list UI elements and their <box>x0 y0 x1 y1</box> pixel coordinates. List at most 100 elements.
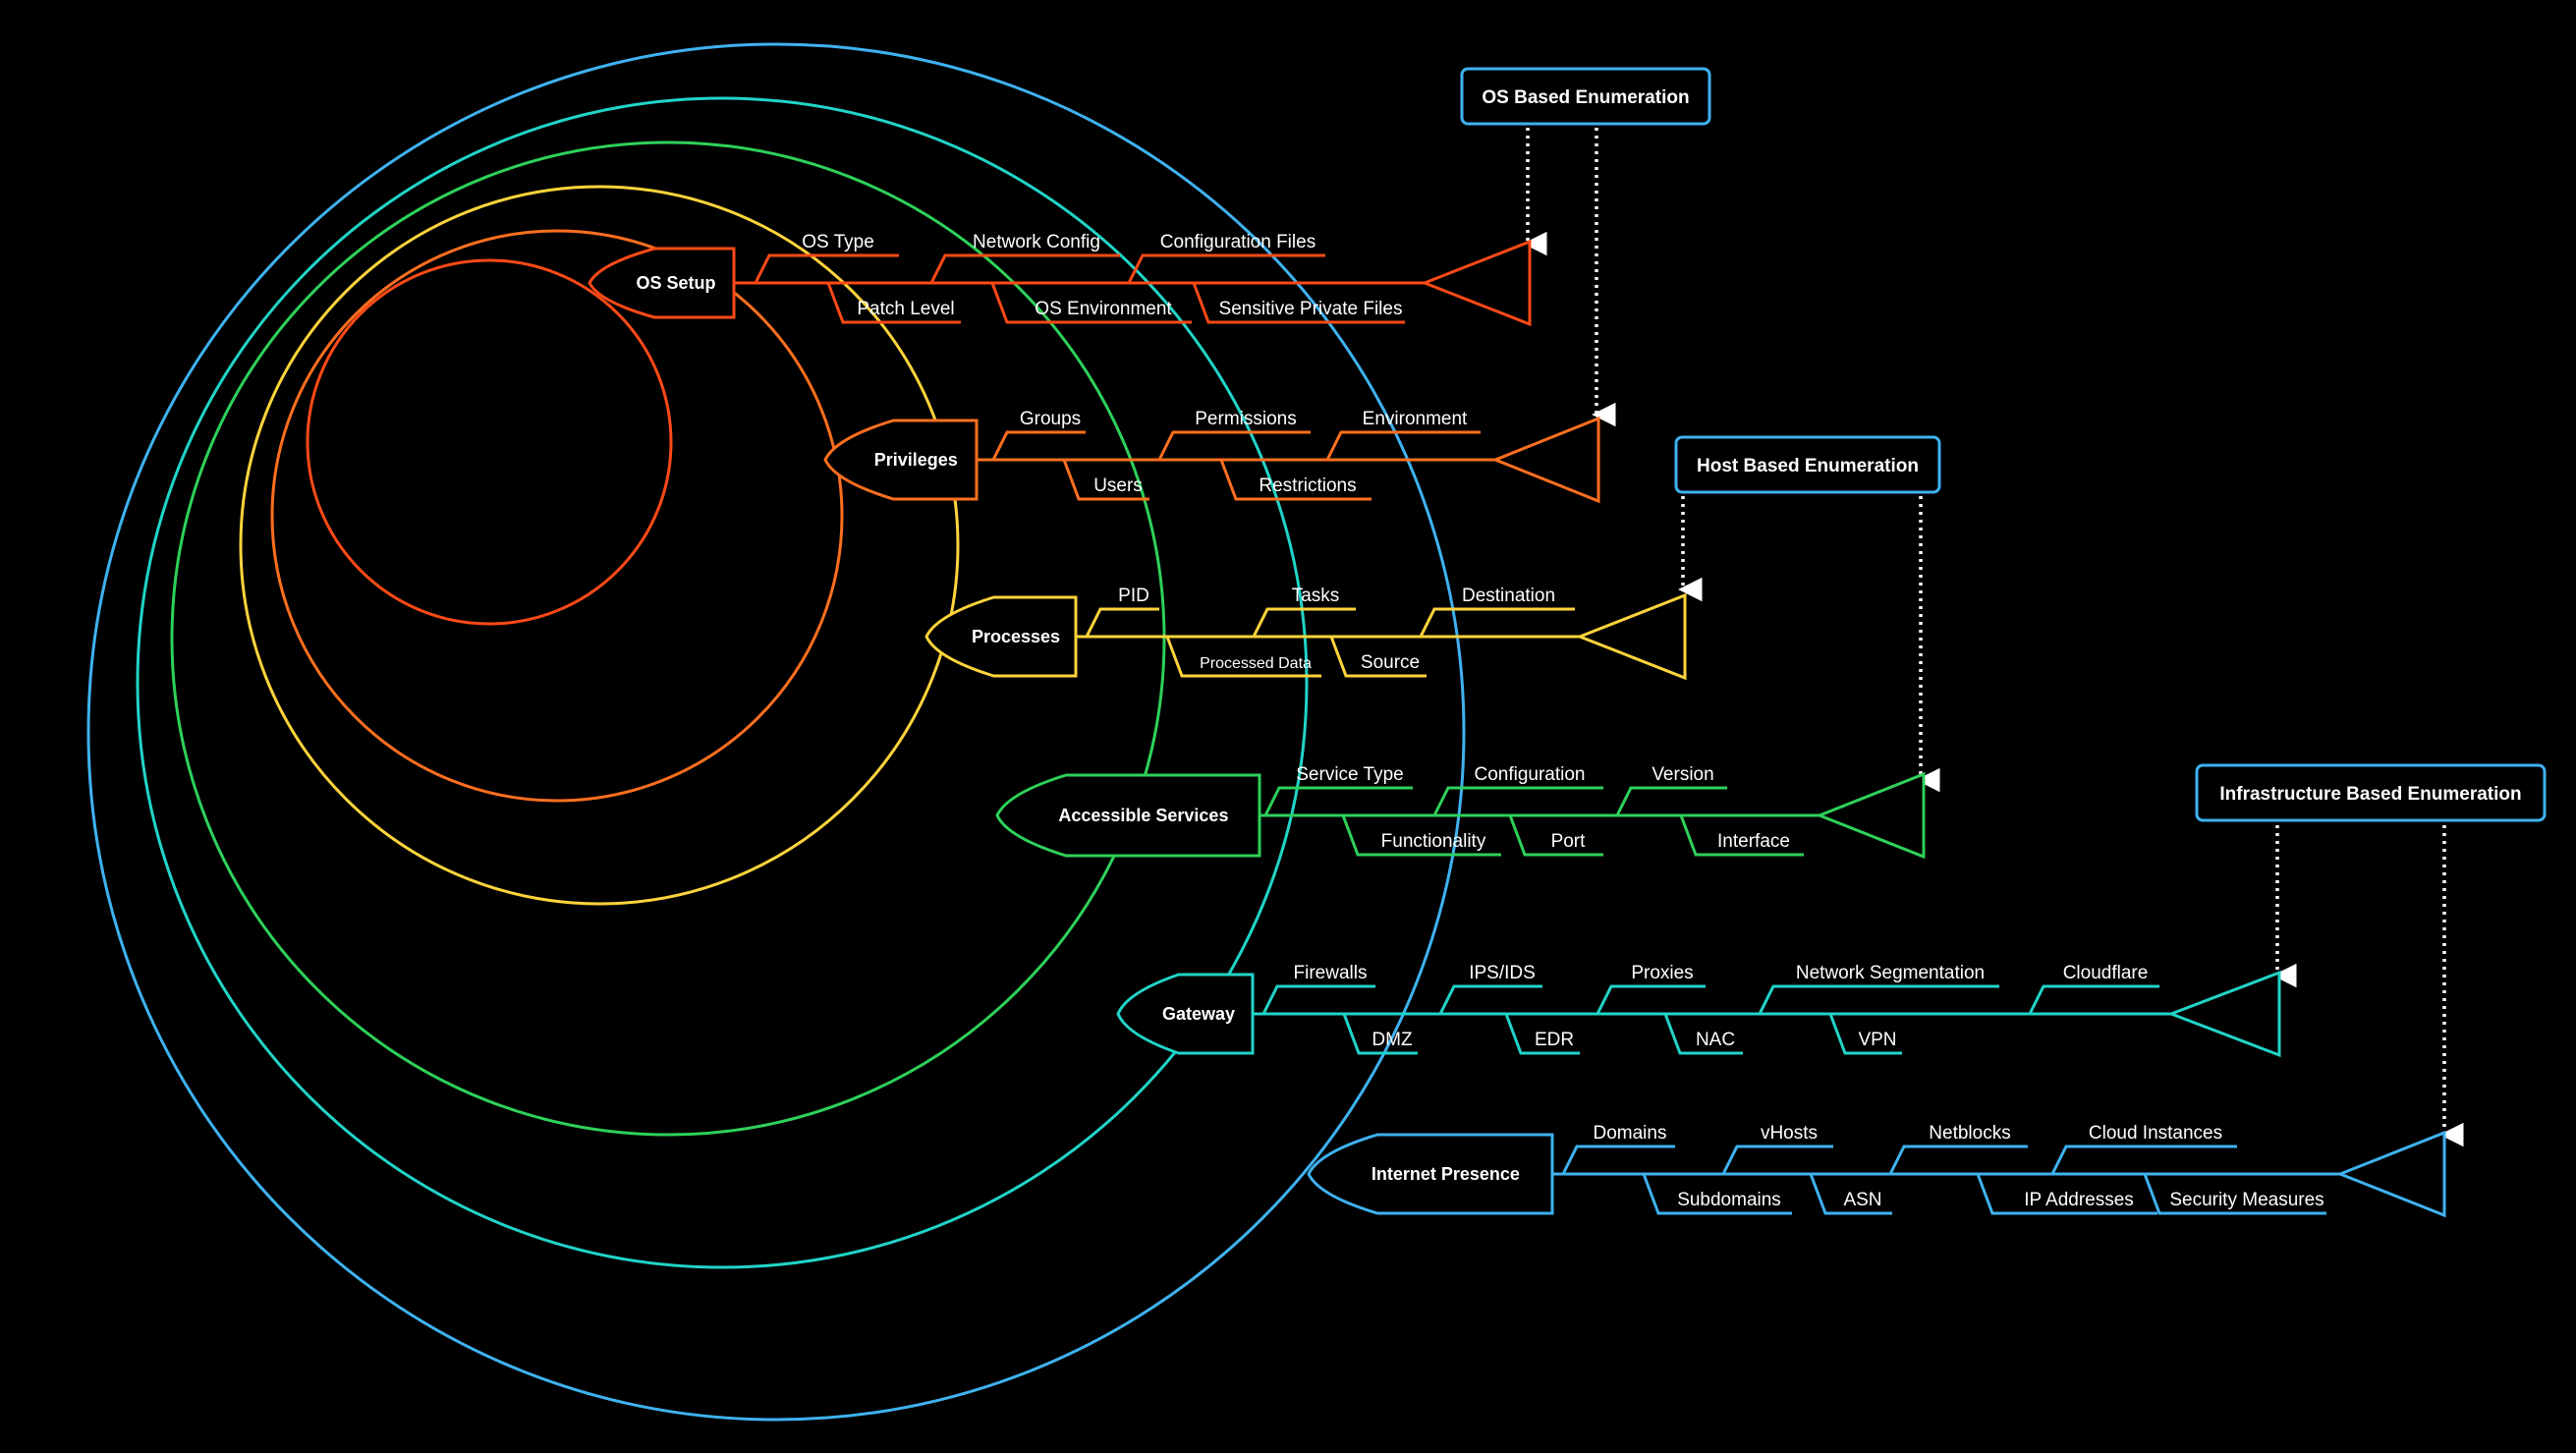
leaf-line-gateway <box>1438 984 1542 1015</box>
leaf-line-internet-presence <box>1976 1173 2157 1215</box>
leaf-label: Netblocks <box>1929 1123 2010 1144</box>
leaf-line-processes <box>1419 607 1575 638</box>
enumeration-box-os: OS Based Enumeration <box>1460 67 1711 126</box>
leaf-line-privileges <box>1157 430 1311 461</box>
layer-node-os-setup <box>588 247 736 319</box>
layer-node-accessible-services <box>995 773 1261 858</box>
leaf-label: ASN <box>1843 1190 1881 1210</box>
leaf-label: Subdomains <box>1677 1190 1781 1210</box>
leaf-label: Proxies <box>1631 963 1693 983</box>
enumeration-box-os-label: OS Based Enumeration <box>1482 87 1689 108</box>
leaf-label: Port <box>1551 831 1587 852</box>
leaf-line-os-setup <box>929 253 1120 284</box>
leaf-line-gateway <box>1342 1013 1418 1055</box>
leaf-line-privileges <box>1219 459 1372 501</box>
circle-accessible-services <box>170 140 1166 1137</box>
leaf-label: VPN <box>1858 1030 1896 1050</box>
leaf-label: Users <box>1093 475 1143 496</box>
leaf-label: Groups <box>1020 409 1081 429</box>
leaf-line-accessible-services <box>1508 814 1603 857</box>
layer-node-internet-presence <box>1307 1133 1554 1215</box>
leaf-label: Service Type <box>1296 764 1403 785</box>
leaf-line-os-setup <box>754 253 899 284</box>
leaf-line-gateway <box>1261 984 1375 1015</box>
leaf-label: Tasks <box>1292 586 1340 606</box>
leaf-line-internet-presence <box>1561 1145 1675 1175</box>
leaf-line-accessible-services <box>1679 814 1804 857</box>
leaf-line-os-setup <box>1127 253 1325 284</box>
leaf-line-processes <box>1329 636 1427 678</box>
leaf-line-internet-presence <box>1888 1145 2028 1175</box>
spine-end-processes <box>1575 592 1687 681</box>
leaf-label: IPS/IDS <box>1469 963 1536 983</box>
leaf-line-accessible-services <box>1432 786 1603 816</box>
leaf-label: Interface <box>1717 831 1790 852</box>
leaf-label: Sensitive Private Files <box>1219 299 1403 319</box>
layer-label-accessible-services: Accessible Services <box>1058 806 1228 825</box>
leaf-label: Functionality <box>1381 831 1486 852</box>
leaf-line-gateway <box>1828 1013 1902 1055</box>
leaf-label: Version <box>1652 764 1713 785</box>
leaf-label: EDR <box>1535 1030 1574 1050</box>
leaf-label: Configuration Files <box>1160 232 1316 252</box>
layer-label-os-setup: OS Setup <box>637 273 716 293</box>
leaf-line-processes <box>1252 607 1356 638</box>
leaf-line-accessible-services <box>1263 786 1413 816</box>
leaf-line-gateway <box>2028 984 2159 1015</box>
layer-node-privileges <box>823 419 979 501</box>
leaf-label: Patch Level <box>857 299 954 319</box>
leaf-line-internet-presence <box>1809 1173 1892 1215</box>
leaf-line-gateway <box>1504 1013 1580 1055</box>
leaf-line-internet-presence <box>1721 1145 1833 1175</box>
leaf-label: Permissions <box>1195 409 1296 429</box>
layer-node-processes <box>924 595 1078 678</box>
layer-label-processes: Processes <box>972 627 1060 646</box>
layer-label-internet-presence: Internet Presence <box>1372 1164 1520 1184</box>
leaf-line-gateway <box>1758 984 1999 1015</box>
circle-os-setup <box>306 258 673 626</box>
layer-internet-presence: Internet Presence Domains vHosts Netblocks C… <box>1307 1123 2446 1218</box>
leaf-label: Firewalls <box>1294 963 1368 983</box>
leaf-line-processes <box>1085 607 1159 638</box>
leaf-line-gateway <box>1663 1013 1743 1055</box>
leaf-line-privileges <box>991 430 1086 461</box>
leaf-line-os-setup <box>990 282 1192 324</box>
leaf-label: Source <box>1361 652 1420 673</box>
leaf-label: NAC <box>1696 1030 1735 1050</box>
circle-processes <box>239 185 960 906</box>
leaf-label: vHosts <box>1761 1123 1818 1144</box>
leaf-label: OS Type <box>802 232 874 252</box>
leaf-label: Destination <box>1462 586 1555 606</box>
leaf-line-privileges <box>1062 459 1149 501</box>
leaf-line-os-setup <box>1192 282 1405 324</box>
leaf-label: Cloud Instances <box>2089 1123 2222 1144</box>
leaf-label: Network Segmentation <box>1796 963 1985 983</box>
leaf-line-internet-presence <box>1642 1173 1792 1215</box>
leaf-line-os-setup <box>826 282 961 324</box>
leaf-label: PID <box>1118 586 1149 606</box>
layer-node-gateway <box>1116 973 1255 1055</box>
spine-end-os-setup <box>1420 239 1532 327</box>
leaf-label: DMZ <box>1372 1030 1413 1050</box>
circle-privileges <box>270 229 844 803</box>
leaf-line-accessible-services <box>1615 786 1727 816</box>
enumeration-box-infrastructure-label: Infrastructure Based Enumeration <box>2219 784 2521 805</box>
leaf-label: Cloudflare <box>2063 963 2149 983</box>
layer-circles <box>86 42 1466 1422</box>
leaf-line-internet-presence <box>2050 1145 2237 1175</box>
leaf-label: Restrictions <box>1259 475 1356 496</box>
leaf-label: IP Addresses <box>2024 1190 2134 1210</box>
leaf-label: Processed Data <box>1200 655 1312 672</box>
enumeration-box-host-label: Host Based Enumeration <box>1697 456 1919 476</box>
leaf-line-processes <box>1165 636 1321 678</box>
leaf-line-privileges <box>1325 430 1481 461</box>
leaf-line-gateway <box>1596 984 1706 1015</box>
leaf-label: Domains <box>1594 1123 1667 1144</box>
